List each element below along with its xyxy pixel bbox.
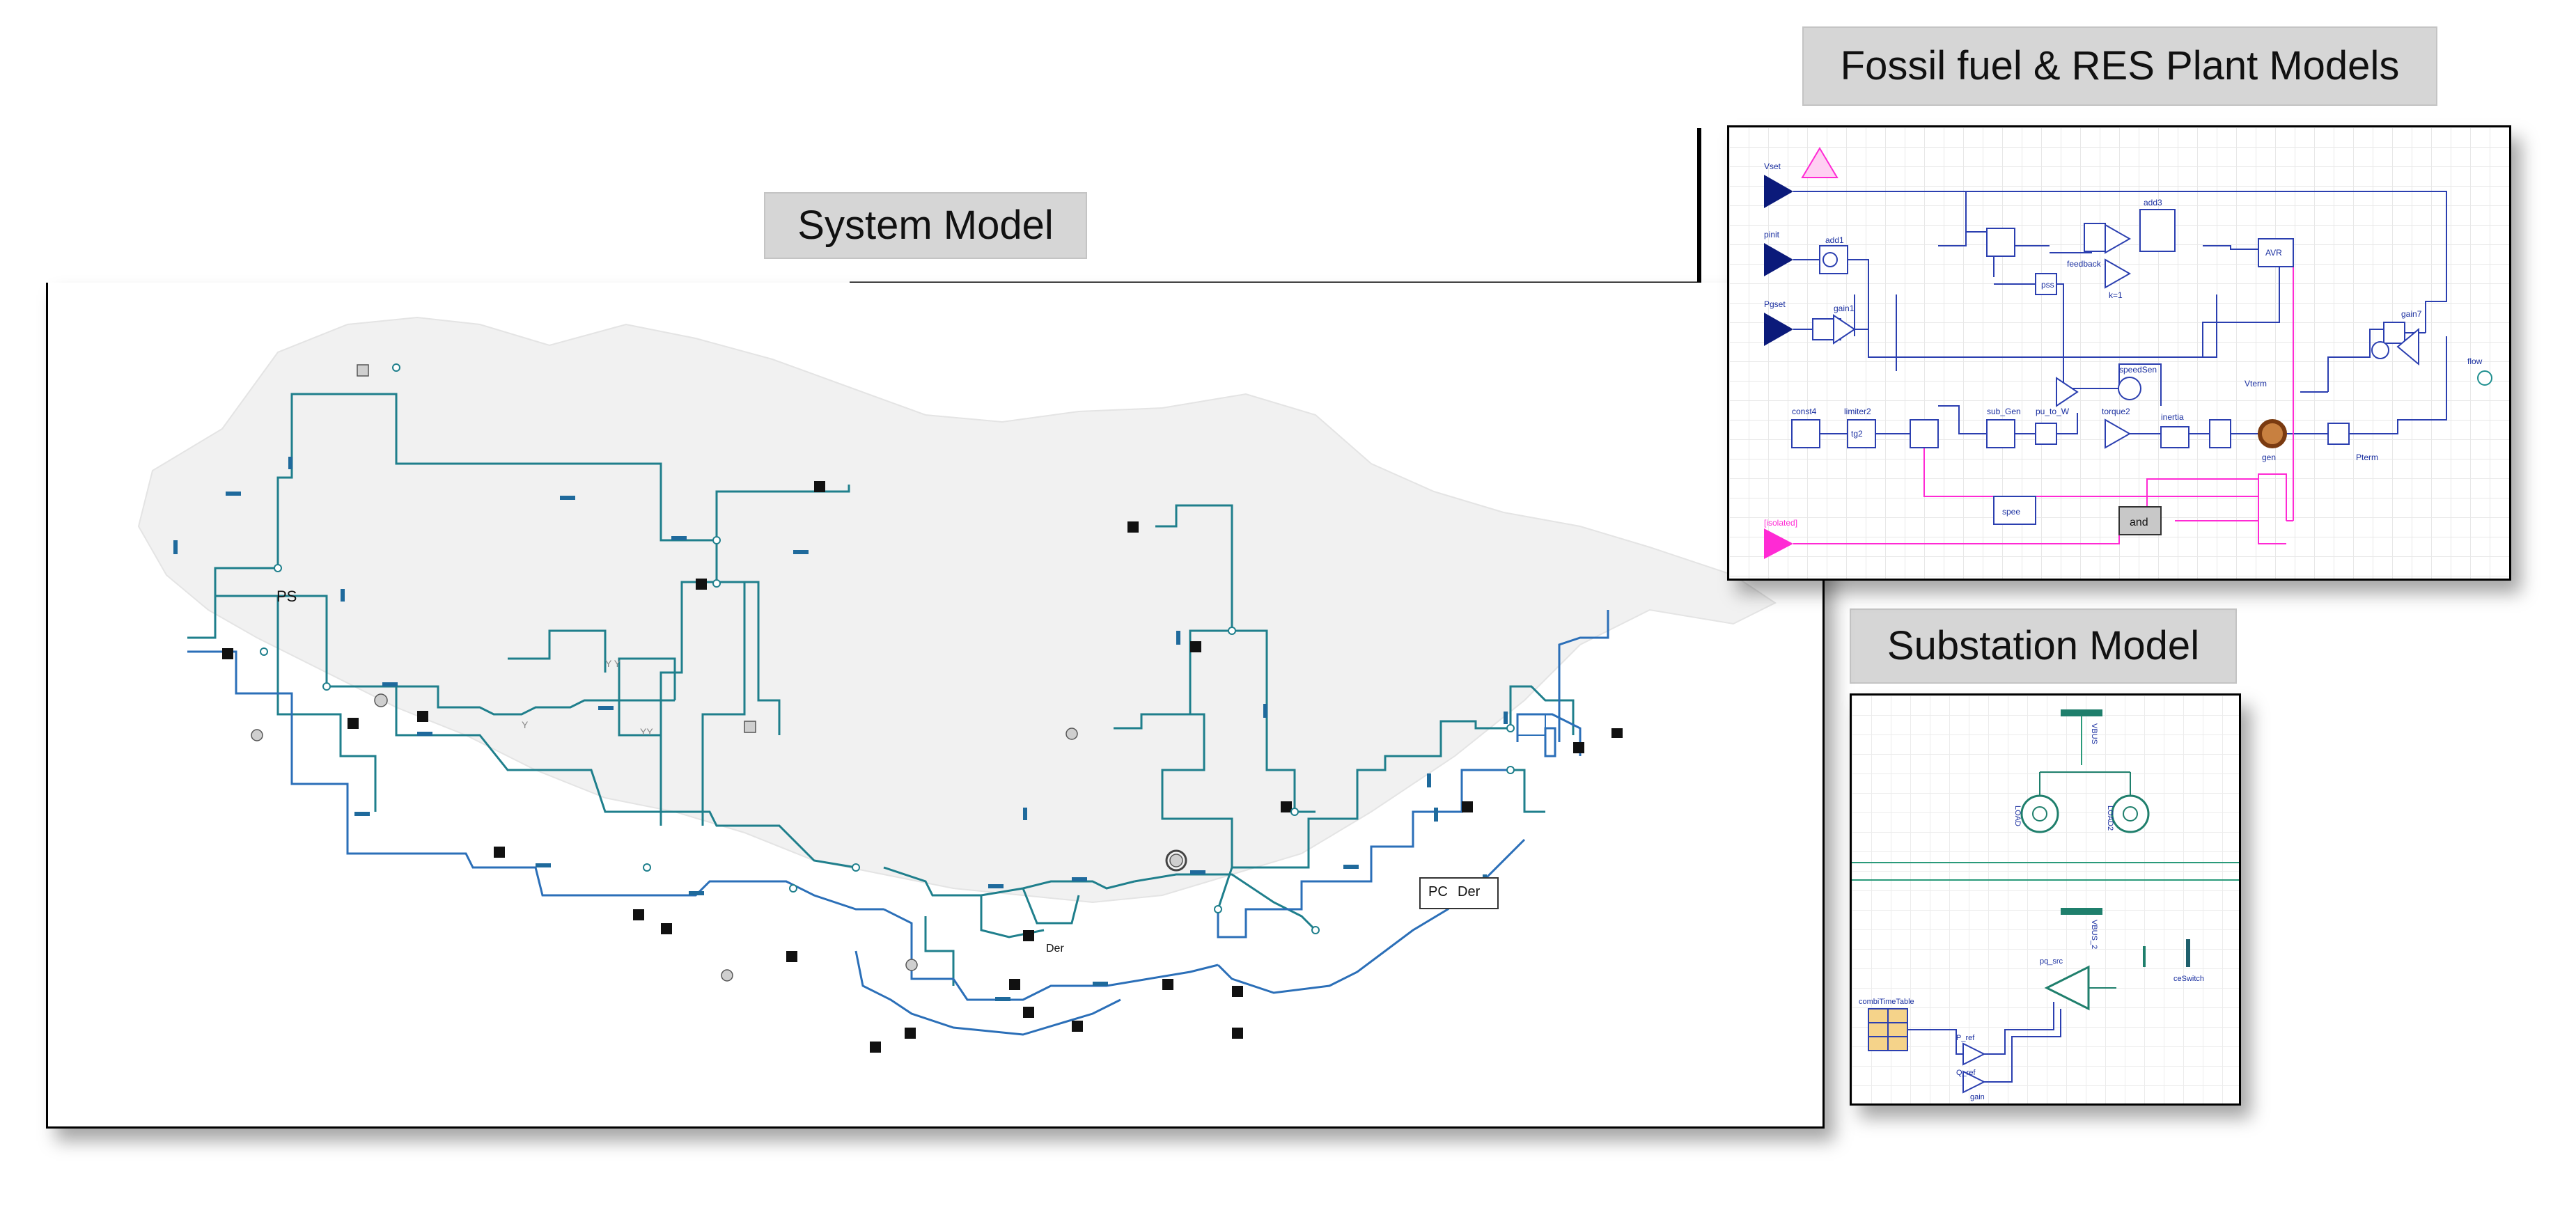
vterm-label: Vterm bbox=[2245, 379, 2267, 388]
p-ref-label: P_ref bbox=[1956, 1034, 1975, 1042]
teal-network bbox=[187, 393, 1575, 986]
avr-label: AVR bbox=[2265, 248, 2282, 258]
time-block bbox=[1801, 147, 1839, 178]
sub-gen-label: sub_Gen bbox=[1987, 407, 2021, 416]
island-map: Y Y YY Y bbox=[137, 316, 1777, 1053]
gen-label: gen bbox=[2262, 453, 2276, 462]
vset-label: Vset bbox=[1764, 162, 1781, 171]
bus-marks bbox=[173, 457, 1508, 1001]
ps-label: PS bbox=[276, 588, 297, 605]
limiter2-label: limiter2 bbox=[1844, 407, 1871, 416]
svg-text:YY: YY bbox=[640, 726, 653, 737]
svg-text:Y: Y bbox=[522, 719, 529, 730]
svg-text:Y Y: Y Y bbox=[605, 658, 621, 669]
pc-der-box bbox=[1419, 877, 1499, 909]
system-model-panel: Y Y YY Y PS PC Der Der bbox=[46, 283, 1825, 1129]
pu-to-w-label: pu_to_W bbox=[2036, 407, 2070, 416]
pterm-label: Pterm bbox=[2356, 453, 2378, 462]
plant-icons bbox=[222, 481, 1584, 1053]
load1-icon bbox=[2020, 794, 2059, 833]
switch-label: ceSwitch bbox=[2173, 975, 2204, 983]
bus-bar-mid bbox=[2061, 908, 2102, 915]
recycle-icon bbox=[1165, 849, 1187, 872]
load2-label: LOAD2 bbox=[2106, 806, 2114, 831]
gain-p-label: gain bbox=[1970, 1093, 1985, 1101]
isolated-input bbox=[1764, 528, 1793, 559]
k1-label: k=1 bbox=[2109, 290, 2123, 300]
tg2-label: tg2 bbox=[1851, 429, 1863, 439]
selected-substation bbox=[1544, 727, 1556, 757]
load1-label: LOAD bbox=[2013, 806, 2022, 826]
pq-label: pq_src bbox=[2040, 957, 2063, 966]
pinit-label: pinit bbox=[1764, 230, 1780, 239]
bus2-label: VBUS_2 bbox=[2090, 920, 2098, 949]
bus1-label: VBUS bbox=[2090, 723, 2098, 744]
blocks bbox=[1791, 209, 2405, 525]
bus-bar-top bbox=[2061, 709, 2102, 716]
plant-wires bbox=[1793, 191, 2447, 434]
wind-icons: Y Y YY Y bbox=[522, 658, 653, 737]
pss-label: pss bbox=[2041, 280, 2054, 290]
plant-model-panel: Vset pinit Pgset add1 gain1 pss add3 fee… bbox=[1727, 125, 2511, 581]
nodes bbox=[260, 363, 1515, 934]
add1-label: add1 bbox=[1825, 235, 1844, 245]
substation-model-title: Substation Model bbox=[1850, 608, 2237, 684]
const4-label: const4 bbox=[1792, 407, 1817, 416]
gain7-label: gain7 bbox=[2401, 309, 2422, 319]
substation-model-panel: VBUS VBUS_2 LOAD LOAD2 ceSwitch pq_src c… bbox=[1850, 693, 2241, 1106]
der-label: Der bbox=[1458, 884, 1481, 899]
res-icons bbox=[251, 364, 1183, 982]
input-ports bbox=[1764, 175, 1793, 346]
pgset-label: Pgset bbox=[1764, 299, 1786, 309]
generator-icon bbox=[2258, 419, 2287, 448]
load2-icon bbox=[2111, 794, 2150, 833]
torque-label: torque2 bbox=[2102, 407, 2130, 416]
substation-diagram: VBUS VBUS_2 LOAD LOAD2 ceSwitch pq_src c… bbox=[1852, 709, 2239, 1101]
q-ref-label: Q_ref bbox=[1956, 1069, 1976, 1077]
and-label: and bbox=[2130, 517, 2148, 528]
speed-sens-label: speedSen bbox=[2119, 365, 2157, 375]
table-label: combiTimeTable bbox=[1859, 998, 1914, 1006]
flow-label: flow bbox=[2467, 356, 2483, 366]
plant-diagram: Vset pinit Pgset add1 gain1 pss add3 fee… bbox=[1764, 147, 2492, 559]
plant-models-title: Fossil fuel & RES Plant Models bbox=[1802, 26, 2437, 106]
system-model-title: System Model bbox=[764, 192, 1087, 259]
inertia-label: inertia bbox=[2161, 412, 2184, 422]
feedback-label: feedback bbox=[2067, 259, 2102, 269]
switch-icon bbox=[2186, 939, 2190, 967]
der-small-label: Der bbox=[1046, 943, 1064, 954]
island-landmass bbox=[137, 316, 1777, 904]
gain1-label: gain1 bbox=[1834, 304, 1855, 313]
gain-blocks bbox=[1833, 223, 2419, 449]
spee-label: spee bbox=[2002, 507, 2020, 517]
and-block bbox=[2118, 506, 2162, 535]
pc-label: PC bbox=[1428, 884, 1448, 899]
isolated-label: [isolated] bbox=[1764, 518, 1797, 528]
add3-label: add3 bbox=[2144, 198, 2162, 207]
